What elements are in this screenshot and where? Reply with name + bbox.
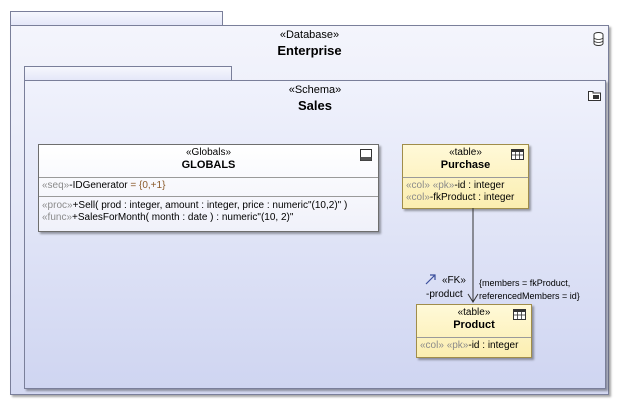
globals-icon — [360, 149, 372, 161]
operation-sales-for-month: «func»+SalesForMonth( month : date ) : n… — [42, 212, 293, 224]
purchase-column-id: «col» «pk»-id : integer — [406, 180, 504, 192]
globals-separator-1 — [39, 177, 378, 178]
purchase-stereotype: «table» — [449, 147, 482, 158]
column-text: -id : integer — [454, 180, 505, 191]
sales-package-tab — [24, 66, 232, 81]
fk-constraint-line-2: referencedMembers = id} — [479, 291, 580, 301]
op-signature: +SalesForMonth( month : date ) : numeric… — [72, 212, 294, 223]
product-separator — [417, 337, 531, 338]
attr-name: -IDGenerator — [69, 180, 128, 191]
fk-stereotype: «FK» — [442, 275, 466, 286]
globals-separator-2 — [39, 196, 378, 197]
op-stereotype: «proc» — [42, 200, 73, 211]
purchase-table[interactable]: «table» Purchase «col» «pk»-id : integer… — [402, 144, 529, 209]
purchase-name: Purchase — [440, 159, 491, 171]
table-icon — [513, 309, 526, 320]
fk-role-label: -product — [426, 289, 463, 300]
product-name: Product — [453, 319, 495, 331]
purchase-column-fkproduct: «col»-fkProduct : integer — [406, 192, 514, 204]
sales-stereotype: «Schema» — [288, 84, 342, 96]
col-stereotype: «col» — [406, 180, 430, 191]
attr-value: = {0,+1} — [127, 180, 166, 191]
database-icon — [593, 32, 604, 46]
product-header: «table» Product — [417, 305, 531, 331]
globals-header: «Globals» GLOBALS — [39, 145, 378, 171]
enterprise-title: Enterprise — [277, 43, 342, 58]
globals-stereotype: «Globals» — [185, 147, 232, 158]
op-stereotype: «func» — [42, 212, 73, 223]
pk-stereotype: «pk» — [432, 180, 455, 191]
product-table[interactable]: «table» Product «col» «pk»-id : integer — [416, 304, 532, 358]
pk-stereotype: «pk» — [446, 340, 469, 351]
fk-icon — [425, 274, 436, 285]
column-text: -id : integer — [468, 340, 519, 351]
schema-folder-icon — [588, 91, 601, 101]
purchase-separator — [403, 177, 528, 178]
attr-stereotype: «seq» — [42, 180, 70, 191]
operation-sell: «proc»+Sell( prod : integer, amount : in… — [42, 200, 347, 212]
product-column-id: «col» «pk»-id : integer — [420, 340, 518, 352]
col-stereotype: «col» — [420, 340, 444, 351]
globals-attribute: «seq»-IDGenerator = {0,+1} — [42, 180, 165, 192]
globals-class[interactable]: «Globals» GLOBALS «seq»-IDGenerator = {0… — [38, 144, 379, 232]
globals-name: GLOBALS — [181, 159, 236, 171]
sales-title: Sales — [298, 98, 332, 113]
op-signature: +Sell( prod : integer, amount : integer,… — [72, 200, 348, 211]
enterprise-package-tab — [10, 11, 223, 26]
enterprise-stereotype: «Database» — [279, 29, 340, 41]
product-stereotype: «table» — [457, 307, 491, 318]
col-stereotype: «col» — [406, 192, 430, 203]
fk-constraint-line-1: {members = fkProduct, — [479, 278, 571, 288]
column-text: -fkProduct : integer — [429, 192, 515, 203]
table-icon — [511, 149, 524, 160]
purchase-header: «table» Purchase — [403, 145, 528, 171]
